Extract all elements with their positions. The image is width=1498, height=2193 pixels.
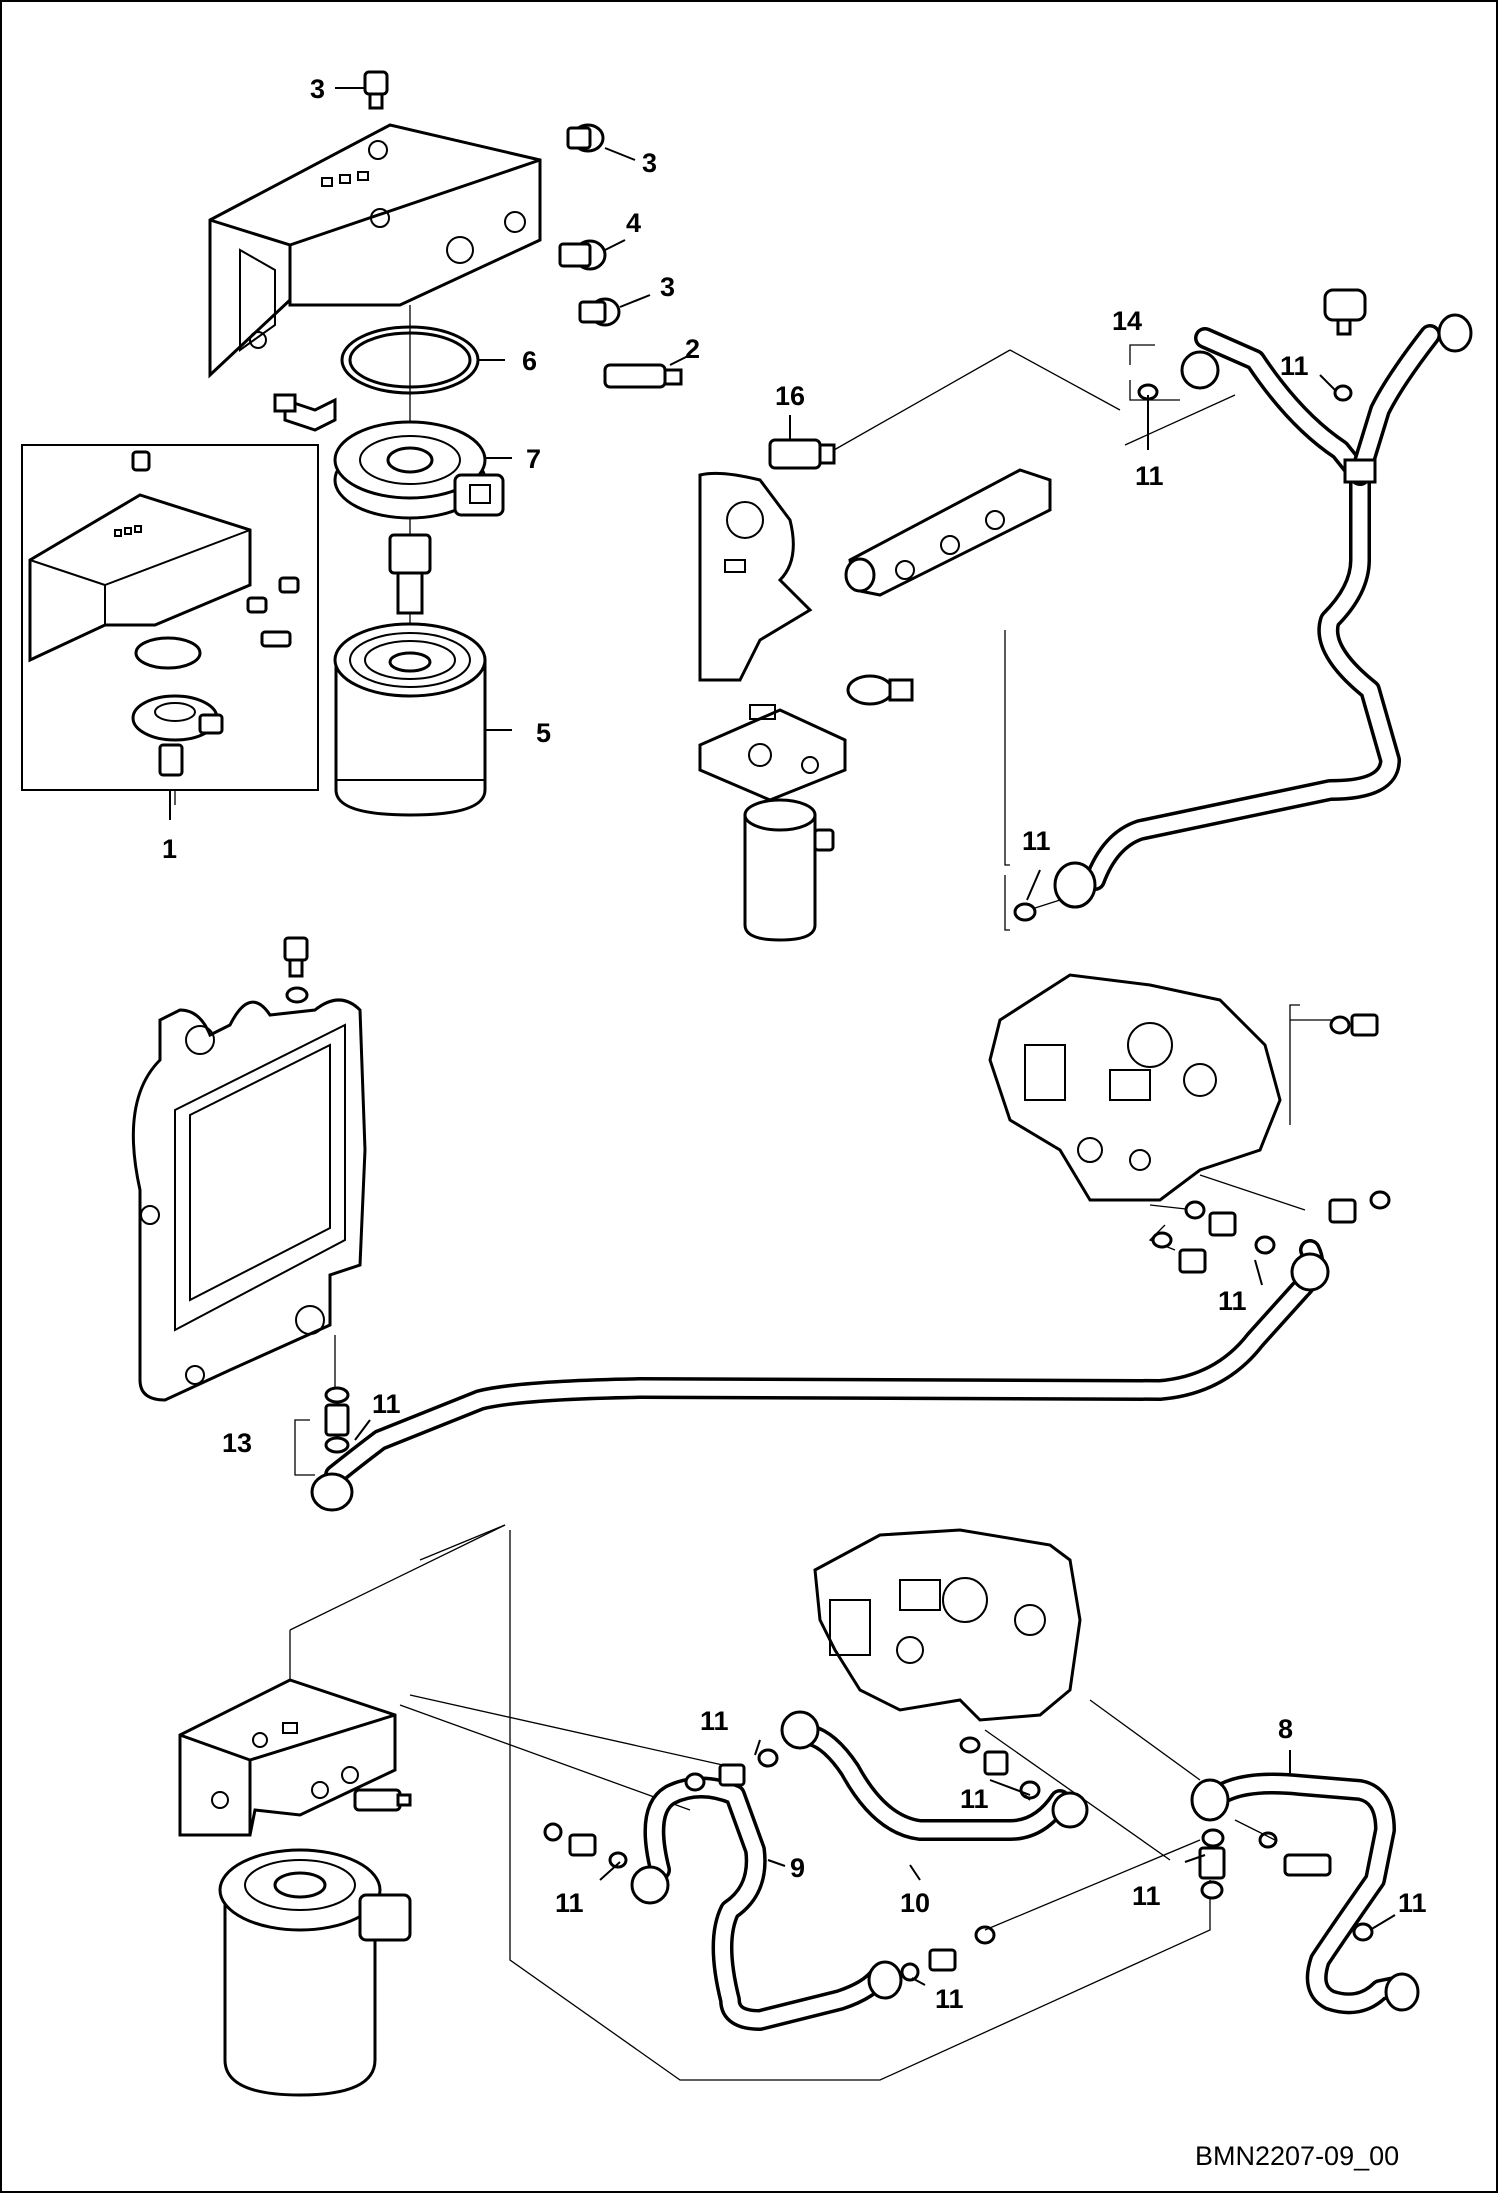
sealing-washer bbox=[1184, 1200, 1206, 1220]
fuel-line-14 bbox=[1053, 313, 1473, 909]
bracket-clip bbox=[1323, 288, 1367, 336]
callout-2: 2 bbox=[685, 334, 700, 364]
callout-labels: 3 3 4 3 2 6 7 5 1 14 16 11 11 11 11 11 1… bbox=[162, 74, 1427, 2014]
callout-16: 16 bbox=[775, 381, 805, 411]
temperature-sensor-4 bbox=[558, 239, 607, 271]
filter-head-bottom bbox=[178, 1678, 397, 1837]
threaded-nipple bbox=[388, 533, 432, 615]
fitting-3-top bbox=[363, 70, 389, 110]
fuel-line-9 bbox=[630, 1776, 903, 2031]
injection-pump-mid bbox=[988, 973, 1282, 1202]
alternate-assembly-box-1 bbox=[21, 444, 319, 805]
sensor-bottom bbox=[353, 1788, 412, 1812]
callout-11: 11 bbox=[935, 1984, 964, 2014]
sealing-washer bbox=[1333, 384, 1353, 402]
callout-11: 11 bbox=[700, 1706, 729, 1736]
callout-11: 11 bbox=[1218, 1286, 1247, 1316]
bolt bbox=[273, 393, 337, 432]
fitting-engine bbox=[846, 674, 914, 706]
fuel-line-8 bbox=[1190, 1772, 1420, 2015]
callout-9: 9 bbox=[790, 1853, 805, 1883]
document-id: BMN2207-09_00 bbox=[1195, 2141, 1399, 2171]
pump-fitting bbox=[1350, 1013, 1379, 1037]
callout-13: 13 bbox=[222, 1428, 252, 1458]
callout-11: 11 bbox=[1398, 1888, 1427, 1918]
callout-1: 1 bbox=[162, 834, 177, 864]
callout-7: 7 bbox=[526, 444, 541, 474]
pump-fitting bbox=[1328, 1198, 1357, 1224]
callout-5: 5 bbox=[536, 718, 551, 748]
callout-3: 3 bbox=[660, 272, 675, 302]
sealing-washer bbox=[1254, 1235, 1276, 1255]
pump-fitting bbox=[1178, 1248, 1207, 1274]
fitting-3-right bbox=[566, 123, 605, 153]
engine-fuel-filter bbox=[743, 798, 835, 942]
pressure-sensor-16 bbox=[768, 438, 836, 470]
water-in-fuel-sensor-2 bbox=[603, 363, 683, 389]
callout-3: 3 bbox=[642, 148, 657, 178]
sealing-washer bbox=[1329, 1015, 1351, 1035]
callout-14: 14 bbox=[1112, 306, 1142, 336]
fitting-3-lower bbox=[578, 297, 621, 327]
fuel-line-10 bbox=[780, 1710, 1089, 1841]
callout-4: 4 bbox=[626, 208, 641, 238]
engine-pump-mount bbox=[698, 704, 847, 802]
sealing-washer bbox=[1369, 1190, 1391, 1210]
callout-6: 6 bbox=[522, 346, 537, 376]
callout-10: 10 bbox=[900, 1888, 930, 1918]
callout-11: 11 bbox=[960, 1784, 989, 1814]
ecu-cooler-frame bbox=[131, 998, 367, 1402]
fuel-filter-bottom bbox=[218, 1848, 412, 2097]
pump-fitting bbox=[1208, 1211, 1237, 1237]
fuel-rail bbox=[844, 468, 1052, 597]
callout-11: 11 bbox=[1280, 351, 1309, 381]
fuel-filter-5 bbox=[333, 622, 487, 817]
cylinder-head-section bbox=[698, 471, 813, 682]
filter-head-bracket bbox=[208, 123, 542, 379]
callout-11: 11 bbox=[372, 1389, 401, 1419]
callout-11: 11 bbox=[1135, 461, 1164, 491]
fuel-line-middle bbox=[310, 1239, 1330, 1512]
fitting-13 bbox=[324, 1386, 350, 1454]
callout-11: 11 bbox=[1022, 826, 1051, 856]
filter-adapter-7 bbox=[333, 420, 505, 520]
callout-3: 3 bbox=[310, 74, 325, 104]
callout-11: 11 bbox=[1132, 1881, 1161, 1911]
leader-lines bbox=[169, 87, 1396, 1986]
fittings-line-8 bbox=[1198, 1828, 1374, 1942]
injection-pump-bottom bbox=[813, 1528, 1082, 1722]
fitting-ecu-top bbox=[283, 936, 309, 1004]
callout-8: 8 bbox=[1278, 1714, 1293, 1744]
fittings-line-9 bbox=[543, 1748, 996, 1982]
sealing-washer bbox=[1013, 902, 1037, 922]
callout-11: 11 bbox=[555, 1888, 584, 1918]
sealing-washer bbox=[1151, 1231, 1173, 1249]
